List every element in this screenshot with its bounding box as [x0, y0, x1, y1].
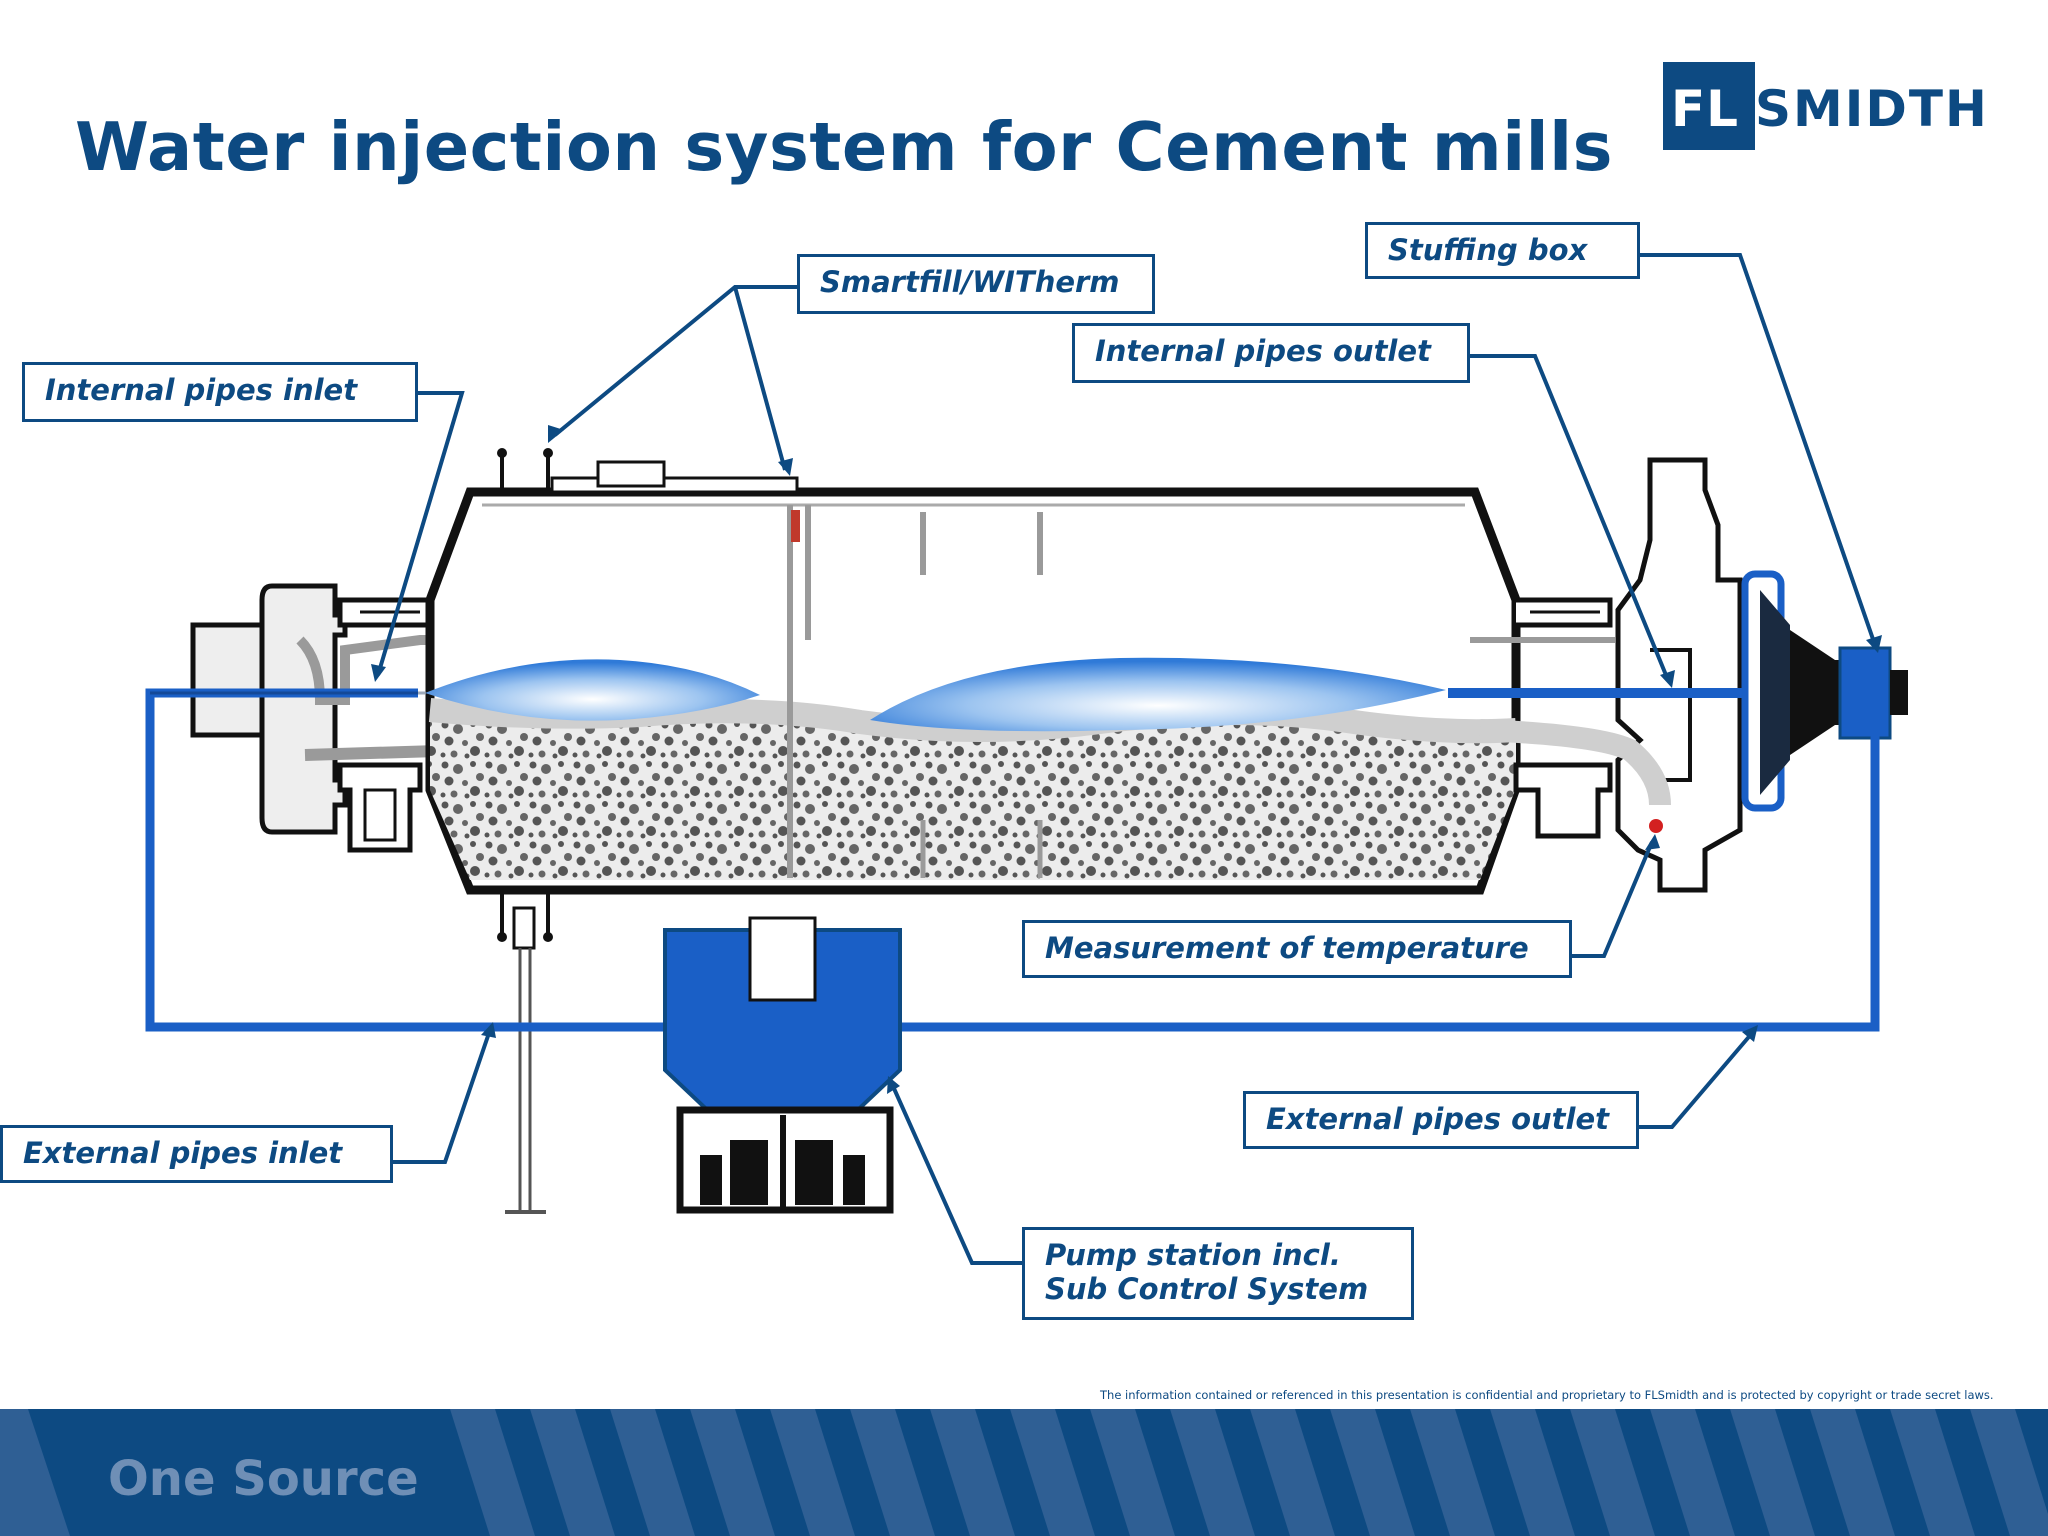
flsmidth-logo: FL SMIDTH: [1663, 62, 1987, 150]
label-pump-station-line1: Pump station incl.: [1045, 1238, 1341, 1272]
label-internal-pipes-outlet-text: Internal pipes outlet: [1095, 334, 1431, 368]
page-title: Water injection system for Cement mills: [75, 108, 1613, 186]
leader-lines: [376, 253, 1877, 1265]
label-pump-station: Pump station incl. Sub Control System: [1022, 1227, 1414, 1320]
logo-text-smidth: SMIDTH: [1755, 80, 1989, 138]
logo-box: FL: [1663, 62, 1755, 150]
label-pump-station-line2: Sub Control System: [1045, 1272, 1369, 1306]
footer-stripes: [0, 1409, 2048, 1536]
mill-shell: [425, 448, 1521, 1214]
label-internal-pipes-inlet: Internal pipes inlet: [22, 362, 418, 422]
footer-slogan: One Source: [108, 1451, 419, 1507]
label-external-pipes-outlet-text: External pipes outlet: [1266, 1102, 1609, 1136]
outlet-end: [1470, 457, 1908, 893]
label-stuffing-box-text: Stuffing box: [1388, 233, 1588, 267]
confidentiality-disclaimer: The information contained or referenced …: [1100, 1388, 1994, 1402]
label-external-pipes-inlet-text: External pipes inlet: [23, 1136, 343, 1170]
water-pipe-loop: [145, 688, 1880, 1032]
inlet-spray: [425, 659, 760, 721]
label-measurement-temperature-text: Measurement of temperature: [1045, 931, 1529, 965]
footer-banner: One Source: [0, 1409, 2048, 1536]
label-smartfill-text: Smartfill/WITherm: [820, 265, 1120, 299]
label-internal-pipes-outlet: Internal pipes outlet: [1072, 323, 1470, 383]
label-stuffing-box: Stuffing box: [1365, 222, 1640, 279]
label-external-pipes-outlet: External pipes outlet: [1243, 1091, 1639, 1149]
outlet-spray: [870, 657, 1446, 732]
inlet-end: [190, 583, 471, 853]
pump-station: [663, 916, 902, 1214]
logo-text-fl: FL: [1671, 80, 1740, 138]
label-smartfill: Smartfill/WITherm: [797, 254, 1155, 314]
label-external-pipes-inlet: External pipes inlet: [0, 1125, 393, 1183]
arrowheads: [371, 425, 1882, 1094]
label-measurement-temperature: Measurement of temperature: [1022, 920, 1572, 978]
label-internal-pipes-inlet-text: Internal pipes inlet: [45, 373, 358, 407]
